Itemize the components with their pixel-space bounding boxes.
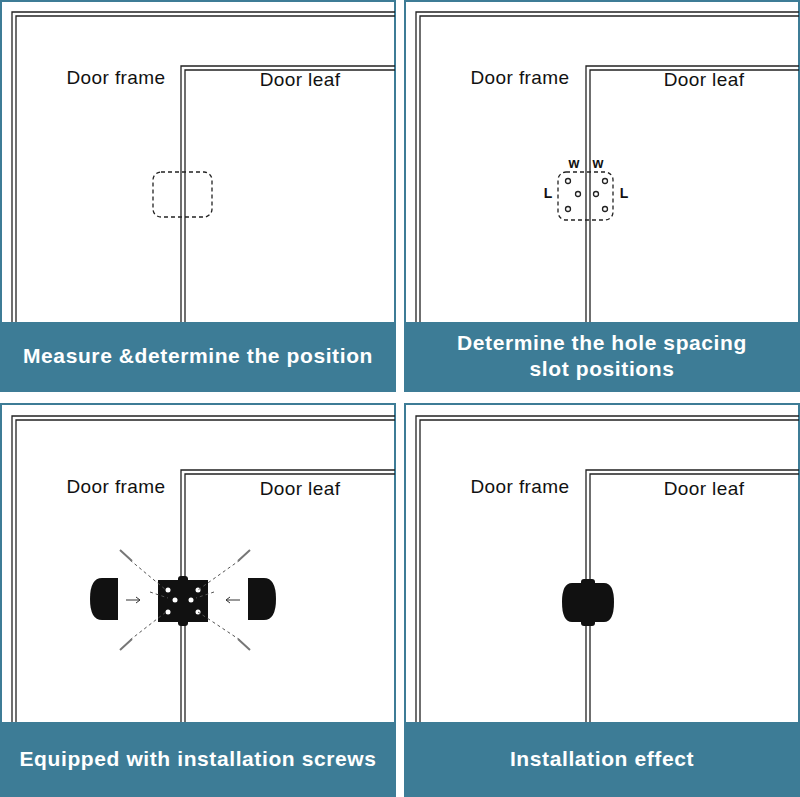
panel-border: [1, 1, 395, 391]
part-label: Door leaf: [260, 479, 341, 498]
door-drawing: [12, 12, 395, 322]
part-label: Door leaf: [664, 70, 745, 89]
caption-text: Equipped with installation screws: [19, 746, 376, 772]
caption-band: Determine the hole spacing slot position…: [406, 322, 798, 390]
door-drawing: [12, 416, 395, 722]
caption-text: Measure &determine the position: [23, 343, 373, 369]
dimension-label: w: [569, 156, 580, 170]
dimension-label: w: [593, 156, 604, 170]
panel-border: [405, 404, 799, 796]
part-label: Door leaf: [664, 479, 745, 498]
door-drawing: [416, 12, 799, 322]
panel-border: [405, 1, 799, 391]
panel-border: [1, 404, 395, 796]
caption-band: Installation effect: [406, 722, 798, 796]
caption-text: Determine the hole spacing slot position…: [437, 330, 767, 383]
dimension-label: L: [620, 186, 629, 200]
caption-band: Equipped with installation screws: [2, 722, 394, 796]
part-label: Door frame: [66, 68, 165, 87]
dimension-label: L: [544, 186, 553, 200]
caption-band: Measure &determine the position: [2, 322, 394, 390]
caption-text: Installation effect: [510, 746, 694, 772]
part-label: Door leaf: [260, 70, 341, 89]
door-drawing: [416, 416, 799, 722]
part-label: Door frame: [470, 68, 569, 87]
part-label: Door frame: [470, 477, 569, 496]
part-label: Door frame: [66, 477, 165, 496]
